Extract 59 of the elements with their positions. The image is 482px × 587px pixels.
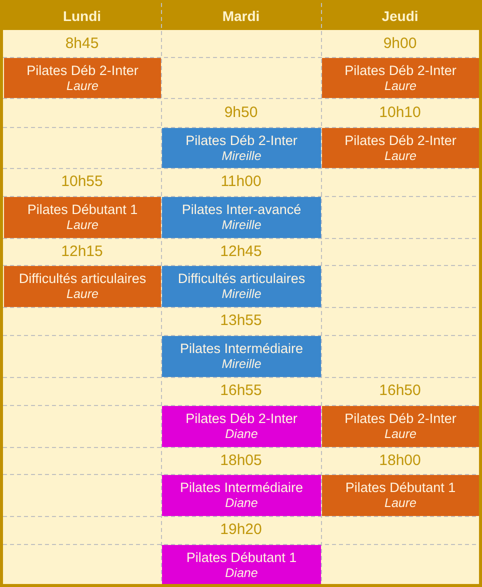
instructor-name: Diane [225,496,258,511]
time-label: 12h15 [60,242,104,262]
class-name: Difficultés articulaires [178,271,306,287]
class-name: Pilates Inter-avancé [182,202,302,218]
class-name: Pilates Déb 2-Inter [186,411,298,427]
instructor-name: Mireille [222,218,262,233]
instructor-name: Laure [66,287,98,302]
instructor-name: Mireille [222,148,262,164]
class-card [322,406,479,447]
class-card [4,58,161,98]
class-name: Pilates Déb 2-Inter [344,411,456,427]
instructor-name: Laure [384,427,416,442]
time-label: 10h10 [378,103,422,123]
class-name: Pilates Intermédiaire [180,341,304,357]
instructor-name: Diane [225,566,258,580]
time-label: 8h45 [64,34,100,54]
class-card [162,475,321,516]
class-name: Pilates Débutant 1 [186,550,297,566]
time-label: 18h00 [378,451,422,471]
instructor-name: Mireille [222,287,262,302]
class-name: Pilates Débutant 1 [345,480,456,496]
class-name: Pilates Intermédiaire [180,480,304,496]
class-card [4,197,161,238]
instructor-name: Diane [225,427,258,442]
class-card [4,266,161,307]
time-label: 19h20 [219,520,263,540]
instructor-name: Laure [384,496,416,511]
class-name: Pilates Déb 2-Inter [344,62,456,78]
class-name: Pilates Déb 2-Inter [186,132,298,148]
class-card [322,475,479,516]
class-name: Difficultés articulaires [18,271,146,287]
instructor-name: Laure [384,148,416,164]
time-label: 13h55 [219,311,263,331]
class-card [162,128,321,168]
instructor-name: Laure [66,218,98,233]
time-label: 10h55 [60,172,104,192]
time-label: 9h00 [382,34,418,54]
instructor-name: Mireille [222,357,262,372]
class-name: Pilates Débutant 1 [27,202,138,218]
class-card [162,336,321,377]
class-card [162,266,321,307]
day-heading: Mardi [221,7,261,26]
time-label: 9h50 [223,103,259,123]
time-label: 12h45 [219,242,263,262]
time-label: 16h55 [219,381,263,401]
class-name: Pilates Déb 2-Inter [26,62,138,78]
day-heading: Lundi [62,7,102,26]
class-card [322,128,479,168]
instructor-name: Laure [384,78,416,94]
class-card [162,545,321,584]
day-heading: Jeudi [380,7,420,26]
class-name: Pilates Déb 2-Inter [344,132,456,148]
time-label: 11h00 [220,172,262,192]
class-card [322,58,479,98]
class-card [162,406,321,447]
class-card [162,197,321,238]
time-label: 16h50 [378,381,422,401]
time-label: 18h05 [219,451,263,471]
instructor-name: Laure [66,78,98,94]
